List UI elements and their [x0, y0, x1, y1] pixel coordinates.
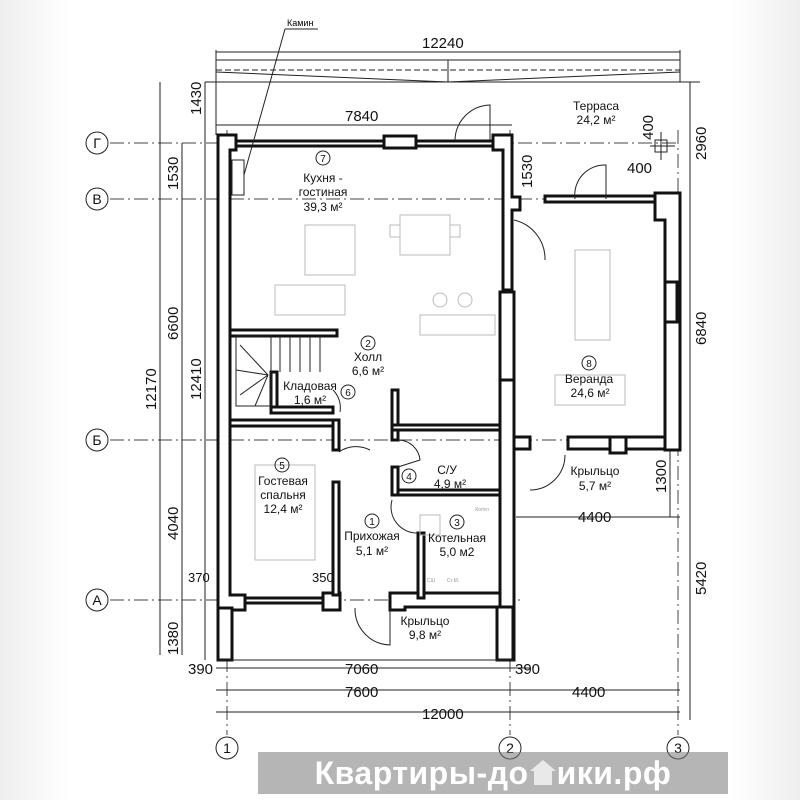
svg-text:7840: 7840: [345, 108, 378, 125]
svg-text:4,9 м²: 4,9 м²: [434, 477, 466, 491]
svg-text:8: 8: [586, 359, 592, 370]
svg-text:5: 5: [279, 461, 285, 472]
svg-text:4400: 4400: [572, 684, 605, 701]
axis-label-a: А: [92, 592, 102, 608]
svg-text:12240: 12240: [422, 35, 464, 52]
svg-text:12,4 м²: 12,4 м²: [264, 502, 303, 516]
axis-label-b: Б: [92, 432, 101, 448]
svg-text:24,6 м²: 24,6 м²: [571, 386, 610, 400]
svg-text:3: 3: [454, 518, 460, 529]
svg-text:6: 6: [345, 388, 351, 399]
svg-text:5,1 м²: 5,1 м²: [356, 544, 388, 558]
svg-text:4: 4: [406, 472, 412, 483]
svg-text:1,6 м²: 1,6 м²: [294, 393, 326, 407]
svg-text:Терраса: Терраса: [573, 99, 619, 113]
svg-text:2: 2: [365, 339, 371, 350]
svg-text:Веранда: Веранда: [565, 372, 614, 386]
svg-text:Прихожая: Прихожая: [344, 529, 400, 543]
fireplace-label: Камин: [287, 18, 313, 28]
svg-text:7060: 7060: [345, 661, 378, 678]
terrace-outline: [205, 50, 700, 720]
svg-text:С/У: С/У: [437, 463, 457, 477]
washer-label: Ст.М.: [447, 578, 459, 584]
svg-text:1530: 1530: [519, 155, 536, 188]
dimension-labels: 12240 7840 1430 1530 6600 4040 1380 1217…: [143, 35, 710, 723]
axis-label-2: 2: [506, 740, 514, 756]
svg-text:Кладовая: Кладовая: [283, 379, 337, 393]
axis-label-v: В: [92, 191, 101, 207]
svg-text:370: 370: [188, 570, 210, 585]
svg-text:1430: 1430: [188, 82, 205, 115]
watermark-text-end: ики.рф: [556, 754, 672, 791]
svg-text:Крыльцо: Крыльцо: [401, 614, 450, 628]
svg-text:6,6 м²: 6,6 м²: [352, 364, 384, 378]
svg-text:1380: 1380: [165, 622, 182, 655]
svg-text:Котельная: Котельная: [428, 531, 486, 545]
watermark-text-start: Квартиры-до: [314, 754, 529, 791]
svg-text:12170: 12170: [143, 368, 160, 410]
svg-text:400: 400: [627, 160, 652, 177]
axis-label-g: Г: [93, 135, 101, 151]
svg-text:6840: 6840: [693, 312, 710, 345]
axis-markers: Г В Б А 1 2 3: [85, 131, 690, 760]
svg-text:1: 1: [369, 517, 375, 528]
svg-text:12410: 12410: [188, 358, 205, 400]
svg-text:390: 390: [515, 661, 540, 678]
axis-label-1: 1: [223, 740, 231, 756]
boiler-label: Котёл: [475, 507, 489, 513]
svg-text:гостиная: гостиная: [299, 185, 348, 199]
svg-text:Кухня -: Кухня -: [303, 171, 342, 185]
walls: [216, 132, 682, 662]
house-icon: [529, 760, 556, 786]
svg-text:7: 7: [320, 154, 326, 165]
svg-text:9,8 м²: 9,8 м²: [409, 628, 441, 642]
svg-text:6600: 6600: [165, 307, 182, 340]
watermark-logo: Квартиры-до ики.рф: [258, 752, 728, 794]
dimension-lines: [159, 51, 680, 713]
svg-text:1530: 1530: [165, 157, 182, 190]
axis-label-3: 3: [674, 740, 682, 756]
svg-text:350: 350: [312, 570, 334, 585]
svg-text:Гостевая: Гостевая: [258, 474, 308, 488]
svg-text:5,7 м²: 5,7 м²: [579, 479, 611, 493]
svg-text:390: 390: [188, 661, 213, 678]
svg-text:39,3 м²: 39,3 м²: [304, 200, 343, 214]
svg-text:12000: 12000: [422, 706, 464, 723]
room-bathroom: 4 С/У4,9 м²: [401, 463, 466, 491]
right-fade: [730, 0, 800, 800]
dryer-label: СШ: [427, 578, 436, 584]
svg-text:4400: 4400: [578, 509, 611, 526]
svg-text:2960: 2960: [693, 127, 710, 160]
svg-text:Холл: Холл: [354, 350, 382, 364]
svg-text:5,0 м2: 5,0 м2: [440, 545, 475, 559]
left-fade: [0, 0, 70, 800]
doors: [332, 104, 607, 646]
svg-text:1300: 1300: [653, 460, 670, 493]
svg-text:Крыльцо: Крыльцо: [571, 464, 620, 478]
svg-text:24,2 м²: 24,2 м²: [577, 113, 616, 127]
furniture: [254, 214, 626, 561]
staircase: [235, 335, 321, 407]
svg-text:4040: 4040: [165, 507, 182, 540]
svg-text:5420: 5420: [693, 562, 710, 595]
svg-text:7600: 7600: [345, 684, 378, 701]
fireplace-callout: Камин: [231, 18, 318, 196]
svg-text:спальня: спальня: [260, 488, 306, 502]
svg-text:400: 400: [640, 115, 657, 140]
